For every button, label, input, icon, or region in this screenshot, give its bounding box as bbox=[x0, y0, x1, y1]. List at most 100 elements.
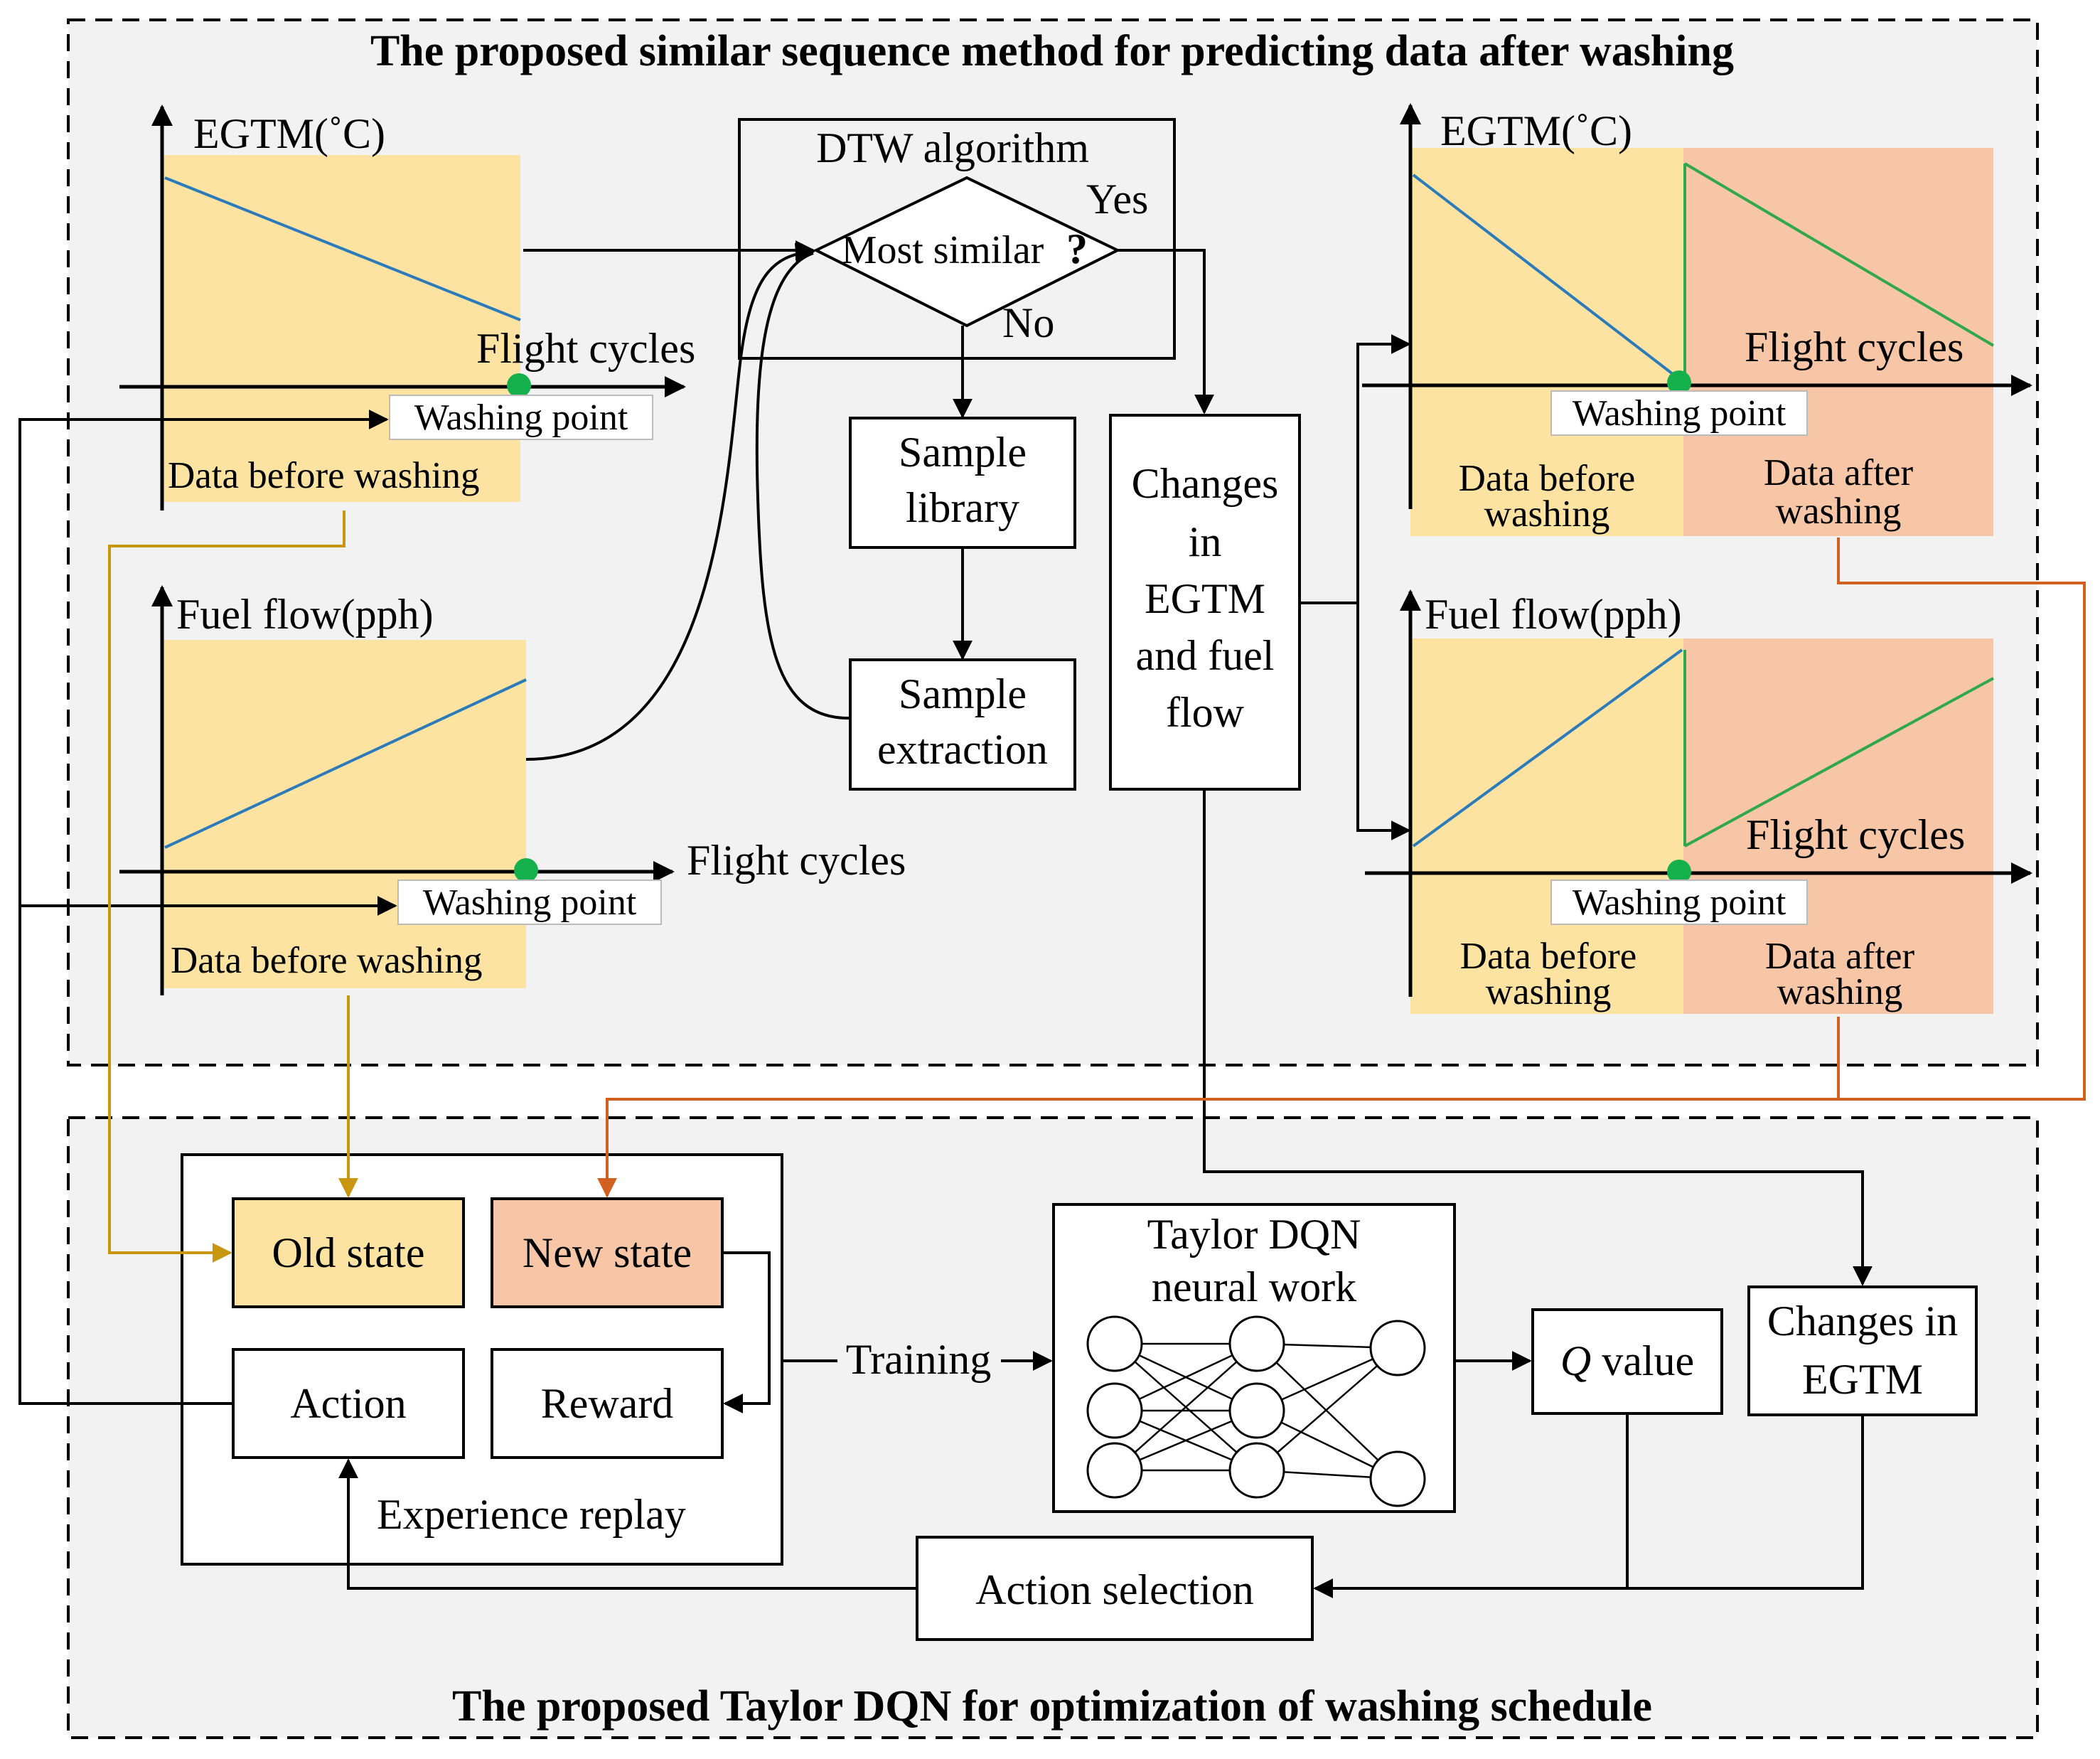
sample-library-line2: library bbox=[906, 484, 1019, 531]
egtm-pred-after-1: Data after bbox=[1764, 452, 1914, 493]
fuel-pred-before-area bbox=[1410, 638, 1683, 1014]
egtm-pred-after-area bbox=[1683, 148, 1993, 536]
action-selection-box bbox=[916, 1536, 1314, 1641]
fuel-pred-y-label: Fuel flow(pph) bbox=[1425, 591, 1682, 638]
egtm-pred-after-2: washing bbox=[1776, 491, 1902, 532]
gold-connectors bbox=[108, 510, 358, 1263]
fuel-pred-x-label: Flight cycles bbox=[1746, 811, 1965, 858]
dtw-title: DTW algorithm bbox=[816, 124, 1089, 171]
changes-line5: flow bbox=[1166, 689, 1245, 736]
bottom-section-title: The proposed Taylor DQN for optimization… bbox=[452, 1682, 1652, 1731]
nn-hidden-node bbox=[1228, 1382, 1285, 1439]
q-value-box bbox=[1531, 1308, 1723, 1415]
changes-branch bbox=[1300, 334, 1411, 604]
top-section-title: The proposed similar sequence method for… bbox=[370, 27, 1734, 75]
changes-line4: and fuel bbox=[1136, 632, 1275, 679]
fuel-caption: Data before washing bbox=[171, 940, 483, 981]
nn-output-node bbox=[1369, 1320, 1426, 1376]
fuel-before-area bbox=[162, 640, 526, 988]
changes-to-egtm-box-arrow bbox=[1203, 789, 1873, 1286]
no-label: No bbox=[1002, 299, 1054, 346]
fuel-after-to-new-state bbox=[597, 1017, 1840, 1198]
changes-egtm-line2: EGTM bbox=[1802, 1356, 1923, 1403]
fuel-x-label: Flight cycles bbox=[687, 837, 906, 884]
changes-branch-lower bbox=[1356, 603, 1411, 840]
q-value-label: Q value bbox=[1560, 1337, 1694, 1384]
dtw-box bbox=[738, 118, 1176, 360]
egtm-y-label: EGTM(˚C) bbox=[193, 110, 385, 157]
connectors bbox=[18, 240, 1873, 1598]
training-label: Training bbox=[846, 1336, 992, 1383]
reward-box bbox=[491, 1348, 724, 1459]
q-value-text: value bbox=[1591, 1337, 1694, 1384]
egtm-pred-before-1: Data before bbox=[1459, 458, 1636, 499]
new-state-box bbox=[491, 1197, 724, 1308]
fuel-trend-line bbox=[164, 678, 527, 849]
fuel-washing-point-dot bbox=[514, 858, 538, 882]
nn-hidden-node bbox=[1228, 1315, 1285, 1372]
taylor-dqn-title-2: neural work bbox=[1152, 1263, 1356, 1310]
orange-connectors bbox=[597, 538, 2086, 1198]
action-label: Action bbox=[290, 1380, 406, 1427]
new-state-label: New state bbox=[523, 1229, 692, 1276]
egtm-washing-point-box bbox=[389, 395, 653, 440]
changes-line3: EGTM bbox=[1145, 575, 1265, 622]
egtm-pred-washing-box bbox=[1550, 390, 1808, 436]
changes-egtm-box bbox=[1747, 1285, 1978, 1416]
fuel-pred-before-2: washing bbox=[1486, 971, 1612, 1012]
changes-egtm-line1: Changes in bbox=[1767, 1298, 1958, 1344]
fuel-pred-washing-box bbox=[1550, 880, 1808, 925]
fuel-pred-after-1: Data after bbox=[1765, 936, 1915, 977]
fuel-pred-after-2: washing bbox=[1777, 971, 1903, 1012]
fuel-washing-point-box bbox=[397, 880, 662, 925]
egtm-trend-line bbox=[164, 176, 521, 321]
changes-line2: in bbox=[1189, 518, 1222, 565]
sample-extraction-line2: extraction bbox=[877, 726, 1048, 773]
nn-hidden-node bbox=[1228, 1442, 1285, 1499]
egtm-pred-washing-dot bbox=[1667, 370, 1691, 395]
fuel-pred-washing-dot bbox=[1667, 860, 1691, 884]
extraction-to-dtw-curve bbox=[755, 252, 850, 720]
fuel-washing-point-label: Washing point bbox=[423, 882, 637, 923]
changes-line1: Changes bbox=[1132, 460, 1279, 507]
egtm-input-panel: EGTM(˚C) Flight cycles Washing point Dat… bbox=[119, 105, 695, 510]
fuel-y-label: Fuel flow(pph) bbox=[176, 591, 434, 638]
action-feedback-line bbox=[18, 410, 389, 1405]
egtm-pred-after-line bbox=[1683, 162, 1995, 347]
q-symbol: Q bbox=[1560, 1337, 1591, 1384]
egtm-pred-x-label: Flight cycles bbox=[1745, 324, 1964, 370]
egtm-before-area bbox=[162, 155, 520, 502]
egtm-to-selection-arrow bbox=[1313, 1415, 1864, 1598]
action-selection-label: Action selection bbox=[975, 1566, 1254, 1613]
egtm-pred-before-line bbox=[1412, 173, 1683, 383]
fuel-input-panel: Fuel flow(pph) Flight cycles Washing poi… bbox=[119, 585, 906, 995]
yes-label: Yes bbox=[1086, 176, 1148, 223]
fuel-pred-after-area bbox=[1683, 638, 1993, 1014]
sample-extraction-box bbox=[849, 658, 1076, 791]
old-state-label: Old state bbox=[272, 1229, 425, 1276]
new-state-to-reward-arrow bbox=[722, 1251, 771, 1413]
egtm-predicted-panel: EGTM(˚C) Flight cycles Washing point Dat… bbox=[1362, 103, 2032, 536]
egtm-pred-y-label: EGTM(˚C) bbox=[1440, 107, 1632, 154]
taylor-dqn-title-1: Taylor DQN bbox=[1147, 1211, 1361, 1258]
neural-network-nodes bbox=[1086, 1315, 1426, 1507]
fuel-pred-after-line bbox=[1684, 677, 1994, 848]
egtm-caption: Data before washing bbox=[168, 455, 480, 496]
nn-input-node bbox=[1086, 1315, 1143, 1372]
action-box bbox=[232, 1348, 465, 1459]
fuel-pred-before-line bbox=[1412, 648, 1683, 848]
experience-replay-label: Experience replay bbox=[377, 1491, 686, 1538]
nn-output-node bbox=[1369, 1450, 1426, 1507]
nn-input-node bbox=[1086, 1382, 1143, 1439]
fuel-pred-washing-label: Washing point bbox=[1573, 882, 1786, 923]
dtw-algorithm-block: DTW algorithm Most similar ? Yes No bbox=[738, 118, 1176, 360]
reward-label: Reward bbox=[541, 1380, 674, 1427]
most-similar-label: Most similar bbox=[842, 228, 1044, 272]
most-similar-question: ? bbox=[1066, 225, 1088, 272]
yes-to-changes-arrow bbox=[1118, 249, 1214, 415]
egtm-pred-washing-label: Washing point bbox=[1573, 393, 1786, 434]
sample-extraction-line1: Sample bbox=[899, 670, 1027, 717]
egtm-washing-point-label: Washing point bbox=[414, 397, 628, 438]
fuel-to-dtw-curve bbox=[525, 242, 815, 761]
